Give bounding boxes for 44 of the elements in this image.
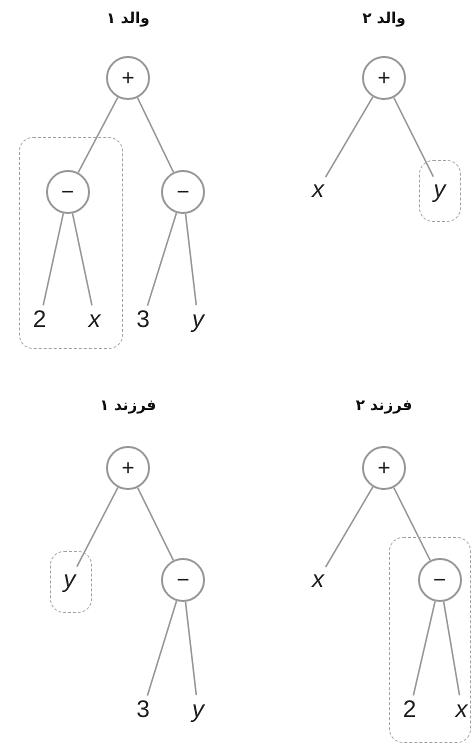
dashed-outline [19, 137, 123, 349]
operator-circle: − [161, 558, 205, 602]
operator-circle: + [362, 446, 406, 490]
operator-circle: + [106, 446, 150, 490]
tree-branch [442, 602, 460, 696]
tree-branch [78, 97, 118, 173]
tree-branch [136, 97, 174, 173]
dashed-outline [419, 160, 461, 222]
tree-branch [393, 97, 434, 177]
operator-circle: − [46, 170, 90, 214]
operator-circle: + [362, 56, 406, 100]
leaf-symbol: y [192, 307, 204, 333]
leaf-symbol: y [434, 176, 446, 202]
tree-branch [393, 487, 431, 561]
tree-branch [146, 600, 178, 696]
leaf-symbol: y [192, 697, 204, 723]
tree-title: والد ۱ [106, 9, 150, 27]
leaf-symbol: y [64, 566, 76, 592]
leaf-symbol: 2 [32, 306, 46, 332]
dashed-outline [50, 551, 92, 613]
tree-title: فرزند ۲ [356, 396, 412, 414]
leaf-symbol: x [456, 696, 468, 722]
leaf-symbol: x [312, 567, 324, 593]
dashed-outline [389, 537, 471, 743]
tree-branch [72, 213, 93, 306]
operator-circle: − [161, 170, 205, 214]
tree-branch [412, 601, 436, 696]
tree-title: والد ۲ [362, 9, 406, 27]
tree-title: فرزند ۱ [100, 396, 156, 414]
tree-branch [324, 486, 374, 568]
tree-branch [76, 487, 119, 568]
operator-circle: − [418, 558, 462, 602]
leaf-symbol: 3 [136, 697, 150, 723]
leaf-symbol: x [88, 306, 100, 332]
leaf-symbol: x [312, 177, 324, 203]
leaf-symbol: 3 [136, 307, 150, 333]
tree-branch [184, 214, 198, 306]
tree-branch [146, 212, 178, 306]
tree-branch [136, 487, 174, 561]
tree-branch [184, 602, 198, 696]
operator-circle: + [106, 56, 150, 100]
tree-branch [324, 96, 374, 178]
leaf-symbol: 2 [402, 696, 416, 722]
tree-branch [42, 213, 64, 306]
